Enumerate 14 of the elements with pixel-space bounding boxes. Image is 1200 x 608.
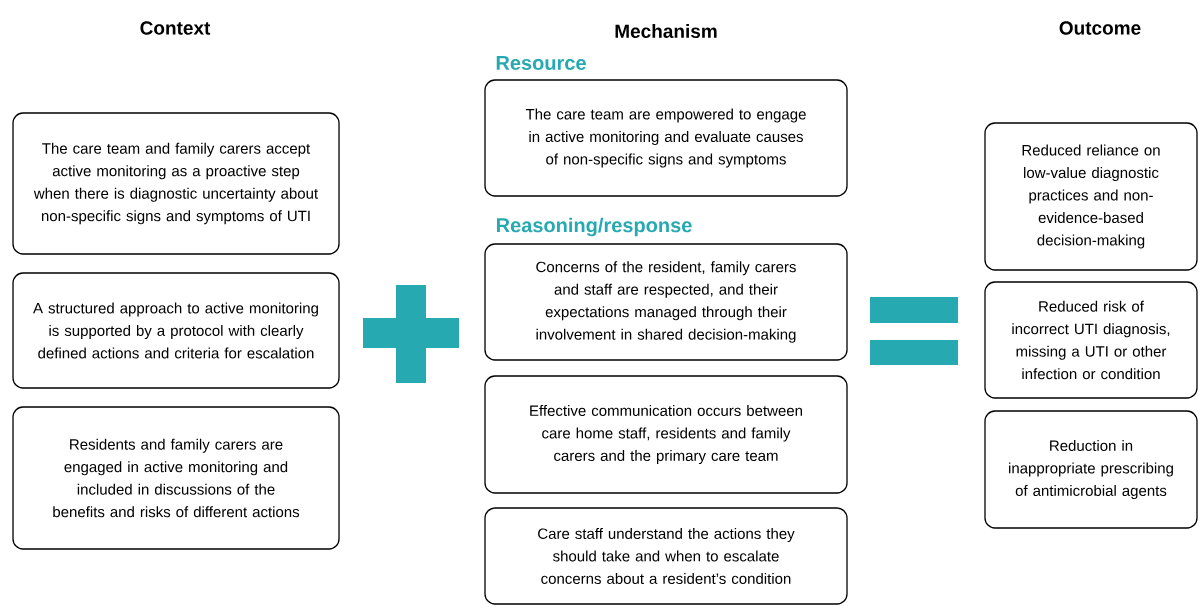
column-heading: Outcome — [1059, 21, 1141, 35]
text-box: Residents and family carers are engaged in active monitoring and included in discussions of the benefits and risks of different actions — [12, 406, 340, 550]
text-box: A structured approach to active monitoring is supported by a protocol with clearly defined actions and criteria for escalation — [12, 272, 340, 389]
text-box: Reduced risk of incorrect UTI diagnosis, missing a UTI or other infection or condition — [984, 281, 1198, 399]
text-box: The care team are empowered to engage in active monitoring and evaluate causes of non-specific signs and symptoms — [484, 79, 848, 197]
text-box: Care staff understand the actions they should take and when to escalate concerns about a resident’s condition — [484, 507, 848, 605]
text-box: Effective communication occurs between care home staff, residents and family carers and the primary care team — [484, 375, 848, 494]
column-heading: Context — [140, 21, 211, 35]
column-heading: Mechanism — [615, 24, 717, 38]
section-heading: Reasoning/response — [497, 217, 692, 237]
text-box: Concerns of the resident, family carers and staff are respected, and their expectations managed through their involvement in shared decision-making — [484, 243, 848, 361]
text-box: The care team and family carers accept active monitoring as a proactive step when there is diagnostic uncertainty about non-specific signs and symptoms of UTI — [12, 112, 340, 255]
text-box: Reduced reliance on low-value diagnostic practices and non-evidence-based decision-making — [984, 122, 1198, 271]
text-box: Reduction in inappropriate prescribing of antimicrobial agents — [984, 410, 1198, 529]
